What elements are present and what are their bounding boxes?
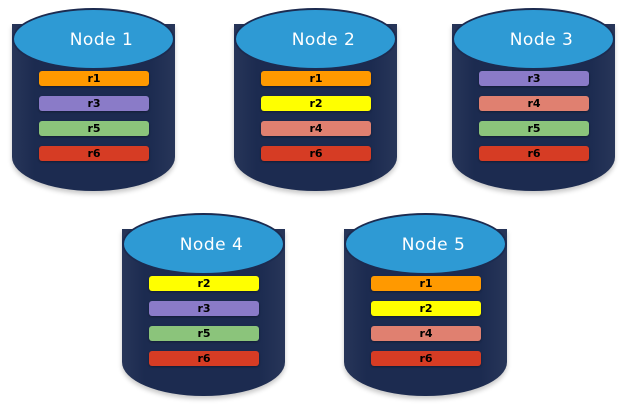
replica-bar[interactable]: r4	[261, 121, 371, 136]
node-cylinder-5[interactable]: r1 r2 r4 r6 Node 5	[344, 213, 507, 396]
replica-stack: r1 r2 r4 r6	[371, 276, 481, 366]
node-cylinder-2[interactable]: r1 r2 r4 r6 Node 2	[234, 8, 397, 191]
cylinder-top-ellipse: Node 3	[452, 8, 615, 70]
replica-bar[interactable]: r6	[149, 351, 259, 366]
replica-label: r3	[527, 72, 541, 85]
replica-label: r6	[309, 147, 323, 160]
replica-label: r5	[197, 327, 211, 340]
replica-label: r6	[419, 352, 433, 365]
replica-bar[interactable]: r2	[149, 276, 259, 291]
replica-label: r4	[527, 97, 541, 110]
replica-label: r2	[419, 302, 433, 315]
replica-bar[interactable]: r4	[371, 326, 481, 341]
replica-bar[interactable]: r2	[371, 301, 481, 316]
node-title: Node 1	[69, 29, 134, 50]
replica-stack: r1 r3 r5 r6	[39, 71, 149, 161]
replica-label: r5	[527, 122, 541, 135]
replica-stack: r2 r3 r5 r6	[149, 276, 259, 366]
replica-label: r6	[527, 147, 541, 160]
replica-bar[interactable]: r3	[39, 96, 149, 111]
replica-bar[interactable]: r6	[479, 146, 589, 161]
replica-bar[interactable]: r6	[261, 146, 371, 161]
replica-label: r6	[197, 352, 211, 365]
cylinder-top-ellipse: Node 4	[122, 213, 285, 275]
replica-bar[interactable]: r1	[39, 71, 149, 86]
node-cylinder-3[interactable]: r3 r4 r5 r6 Node 3	[452, 8, 615, 191]
replica-label: r4	[309, 122, 323, 135]
replica-bar[interactable]: r6	[39, 146, 149, 161]
replica-label: r1	[419, 277, 433, 290]
cylinder-top-ellipse: Node 2	[234, 8, 397, 70]
replica-bar[interactable]: r1	[261, 71, 371, 86]
replica-bar[interactable]: r3	[149, 301, 259, 316]
node-cylinder-1[interactable]: r1 r3 r5 r6 Node 1	[12, 8, 175, 191]
replica-bar[interactable]: r5	[149, 326, 259, 341]
node-title: Node 4	[179, 234, 244, 255]
replica-label: r3	[197, 302, 211, 315]
replica-bar[interactable]: r1	[371, 276, 481, 291]
node-cylinder-4[interactable]: r2 r3 r5 r6 Node 4	[122, 213, 285, 396]
replica-label: r6	[87, 147, 101, 160]
node-title: Node 3	[509, 29, 574, 50]
node-title: Node 5	[401, 234, 466, 255]
replica-bar[interactable]: r5	[39, 121, 149, 136]
node-title: Node 2	[291, 29, 356, 50]
replica-bar[interactable]: r4	[479, 96, 589, 111]
replica-stack: r1 r2 r4 r6	[261, 71, 371, 161]
replica-bar[interactable]: r5	[479, 121, 589, 136]
replica-stack: r3 r4 r5 r6	[479, 71, 589, 161]
replica-label: r2	[197, 277, 211, 290]
replica-label: r3	[87, 97, 101, 110]
replica-label: r1	[309, 72, 323, 85]
replica-bar[interactable]: r2	[261, 96, 371, 111]
replica-bar[interactable]: r3	[479, 71, 589, 86]
replica-label: r1	[87, 72, 101, 85]
replica-label: r5	[87, 122, 101, 135]
replica-bar[interactable]: r6	[371, 351, 481, 366]
replica-label: r2	[309, 97, 323, 110]
replica-label: r4	[419, 327, 433, 340]
cylinder-top-ellipse: Node 1	[12, 8, 175, 70]
cylinder-top-ellipse: Node 5	[344, 213, 507, 275]
